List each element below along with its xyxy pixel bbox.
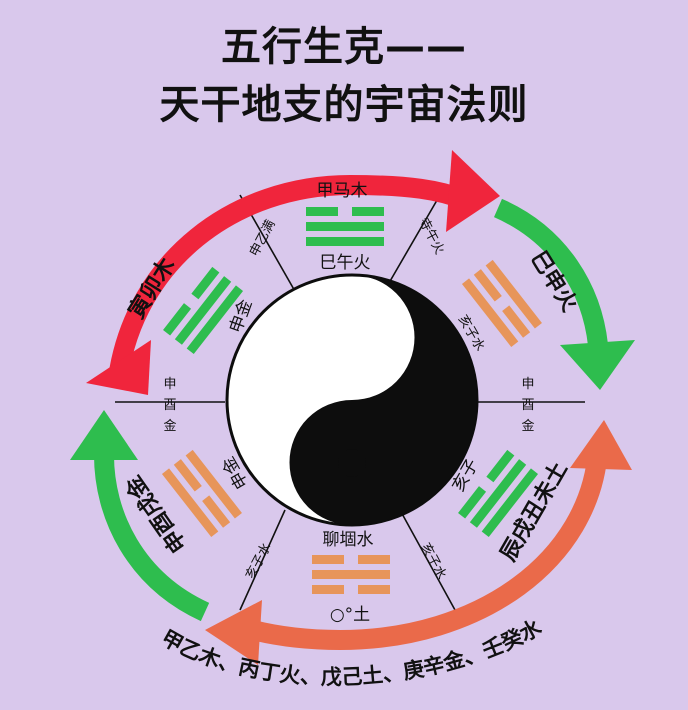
orange-arrowhead-left	[205, 600, 262, 665]
trigram-lower-left	[161, 449, 242, 537]
label-right-spoke-2: 酉	[521, 398, 534, 413]
yin-yang-symbol	[225, 273, 479, 527]
red-arrowhead-left	[86, 340, 151, 395]
trigram-upper-left	[163, 266, 244, 354]
yin-half	[289, 275, 477, 526]
trigram-top	[306, 207, 384, 246]
label-left-spoke-1: 申	[163, 377, 176, 392]
label-bottom-left-spoke: 亥子水	[243, 541, 275, 582]
green-arrowhead-right	[560, 340, 635, 390]
trigram-upper-right	[461, 259, 542, 347]
yang-dot	[338, 323, 366, 351]
label-upper-left: 寅卯木	[124, 253, 182, 324]
green-arrowhead-left	[70, 410, 138, 460]
label-bottom-right-spoke: 亥子水	[417, 541, 449, 582]
page-title-line-1: 五行生克——	[221, 24, 467, 70]
page-title-line-2: 天干地支的宇宙法则	[159, 82, 529, 128]
green-arc-right-body	[493, 198, 608, 347]
spoke-line-bottom-left	[239, 509, 286, 611]
spoke-line-top-right	[381, 194, 441, 296]
label-bottom-upper: 聊堌水	[323, 530, 374, 550]
red-arc-body	[108, 174, 469, 380]
label-top-right-spoke: 寺午火	[415, 216, 447, 257]
red-arrowhead-right	[446, 150, 500, 232]
label-bottom-lower: ○°土	[330, 605, 370, 625]
orange-arrowhead-top	[570, 420, 632, 470]
trigram-bottom	[312, 555, 390, 594]
orange-arc-body	[242, 449, 608, 651]
yin-dot	[338, 449, 366, 477]
label-top-lower: 巳午火	[320, 253, 371, 273]
label-right-spoke-1: 申	[521, 377, 534, 392]
label-left-spoke-3: 金	[163, 418, 176, 434]
label-left-spoke-2: 酉	[163, 398, 176, 413]
trigram-lower-right	[458, 449, 539, 537]
green-arc-left-body	[94, 454, 210, 622]
spoke-line-bottom-right	[399, 509, 456, 611]
label-top-upper: 甲马木	[317, 181, 368, 201]
label-right-spoke-3: 金	[521, 418, 534, 434]
